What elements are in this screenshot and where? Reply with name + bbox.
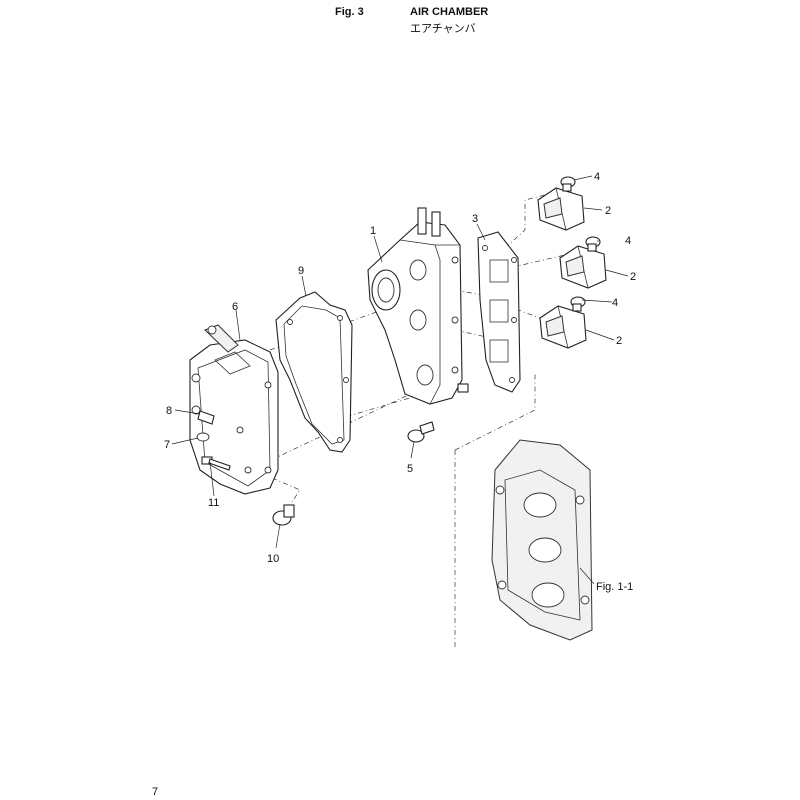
callout-8: 8 xyxy=(166,405,172,417)
air-chamber-body-part-1 xyxy=(367,207,469,405)
callout-3: 3 xyxy=(472,213,478,225)
callout-9: 9 xyxy=(298,265,304,277)
diagram-title: AIR CHAMBER xyxy=(410,6,489,18)
reed-gasket-part-3 xyxy=(477,231,521,393)
o-ring-part-7 xyxy=(196,432,210,442)
callout-7: 7 xyxy=(164,439,170,451)
screw-part-4-bottom xyxy=(570,296,586,312)
figure-number: Fig. 3 xyxy=(335,6,364,18)
pin-part-8 xyxy=(197,410,215,425)
callout-5: 5 xyxy=(407,463,413,475)
plug-part-10 xyxy=(272,504,295,526)
callout-4-top: 4 xyxy=(594,171,600,183)
screw-part-4-top xyxy=(560,176,576,192)
gasket-part-9 xyxy=(275,291,353,453)
bolt-part-5 xyxy=(407,421,435,443)
callout-fig-reference: Fig. 1-1 xyxy=(596,581,633,593)
reed-valve-part-2-bottom xyxy=(539,305,587,349)
callout-2-bottom: 2 xyxy=(616,335,622,347)
callout-2-middle: 2 xyxy=(630,271,636,283)
callout-4-middle: 4 xyxy=(625,235,631,247)
cylinder-block-reference xyxy=(491,439,593,641)
callout-1: 1 xyxy=(370,225,376,237)
callout-4-bottom: 4 xyxy=(612,297,618,309)
diagram-title-japanese: エアチャンバ xyxy=(410,22,476,35)
reed-valve-part-2-middle xyxy=(559,245,607,289)
callout-11: 11 xyxy=(208,497,219,509)
screw-part-4-middle xyxy=(585,236,601,252)
cover-plate-part-6 xyxy=(189,324,279,495)
callout-2-top: 2 xyxy=(605,205,611,217)
reed-valve-part-2-top xyxy=(537,187,585,231)
callout-10: 10 xyxy=(267,553,279,565)
page-number: 7 xyxy=(152,786,159,798)
callout-6: 6 xyxy=(232,301,238,313)
leader-lines xyxy=(171,175,629,585)
bolt-part-11 xyxy=(201,456,231,471)
